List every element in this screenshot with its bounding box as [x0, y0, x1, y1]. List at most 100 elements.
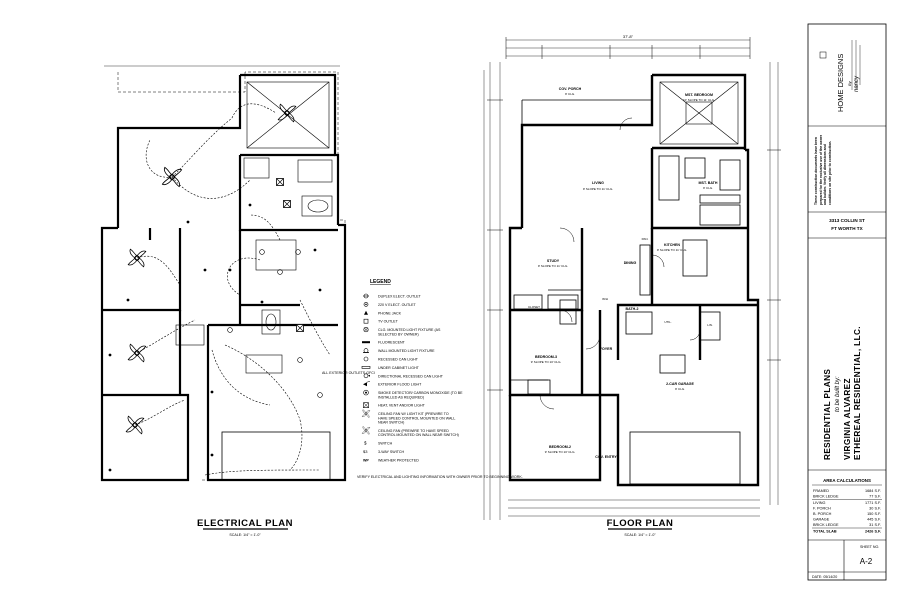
room-cov-entry: COV. ENTRY	[595, 455, 617, 459]
recessed-icon	[363, 356, 369, 362]
legend-item-fanlight: CEILING FAN W/ LIGHT KIT (PREWIRE TOHAVE…	[361, 409, 455, 425]
svg-text:9' CLG.: 9' CLG.	[565, 92, 575, 96]
built-by-label: to be built by:	[835, 376, 841, 412]
floor-plan-title: FLOOR PLAN	[607, 518, 674, 529]
svg-text:1771 S.F.: 1771 S.F.	[865, 501, 881, 505]
legend-label: UNDER CABINET LIGHT	[378, 366, 420, 370]
logo-mark-icon	[819, 40, 861, 90]
room-living: LIVING	[592, 181, 604, 185]
legend-label: 220 V ELECT. OUTLET	[378, 303, 417, 307]
room-master-bath: MST. BATH	[699, 181, 718, 185]
220v-icon	[363, 302, 369, 307]
legend-label: SWITCH	[378, 442, 393, 446]
legend-item-wall: WALL MOUNTED LIGHT FIXTURE	[363, 348, 435, 353]
svg-text:9' SLOPE TO 11' CLG.: 9' SLOPE TO 11' CLG.	[657, 248, 687, 252]
tv-icon	[363, 318, 369, 324]
legend-label: CEILING FAN W/ LIGHT KIT (PREWIRE TO	[378, 412, 449, 416]
area-row: LIVING 1771 S.F.	[813, 501, 881, 505]
room-utility: UTIL.	[664, 320, 672, 324]
svg-text:9' CLG.: 9' CLG.	[703, 186, 713, 190]
wp-icon: WP	[363, 458, 369, 462]
room-foyer: FOYER	[600, 347, 613, 351]
svg-text:31 S.F.: 31 S.F.	[869, 523, 881, 527]
duplex-icon	[363, 293, 369, 299]
legend-label: INSTALLED AS REQUIRED)	[378, 395, 424, 399]
legend-item-recessed: RECESSED CAN LIGHT	[363, 356, 419, 362]
legend-item-switch: $ SWITCH	[364, 441, 393, 446]
room-bath-2: BATH-2	[626, 307, 639, 311]
svg-text:9' SLOPE TO 10' CLG.: 9' SLOPE TO 10' CLG.	[545, 450, 576, 454]
svg-text:GARAGE: GARAGE	[813, 518, 830, 522]
svg-text:LIVING: LIVING	[813, 501, 825, 505]
address-line-2: FT WORTH TX	[831, 226, 863, 231]
svg-text:WP: WP	[363, 458, 369, 462]
legend-label: EXTERIOR FLOOD LIGHT	[378, 383, 422, 387]
smoke-icon	[363, 389, 369, 396]
legend-label: RECESSED CAN LIGHT	[378, 358, 419, 362]
area-row: BRICK LEDGE 31 S.F.	[813, 523, 881, 527]
svg-text:9' SLOPE TO 11' CLG.: 9' SLOPE TO 11' CLG.	[583, 187, 613, 191]
electrical-plan-scale: SCALE: 1/4" = 1'-0"	[229, 533, 261, 537]
area-calculations-heading: AREA CALCULATIONS	[823, 478, 871, 483]
ceiling-icon	[363, 327, 369, 333]
legend-label: DIRECTIONAL RECESSED CAN LIGHT	[378, 374, 444, 378]
legend-heading: LEGEND	[370, 279, 391, 285]
builder-name: VIRGINIA ALVAREZ	[843, 378, 852, 460]
svg-text:30 S.F.: 30 S.F.	[869, 507, 881, 511]
legend-item-vent: HEAT, VENT AND/OR LIGHT	[363, 402, 426, 409]
svg-text:9' SLOPE TO 11' CLG.: 9' SLOPE TO 11' CLG.	[538, 264, 568, 268]
legend-item-fluor: FLUORESCENT	[362, 341, 406, 345]
designer-signature: nancy	[854, 75, 860, 92]
room-pantry: PAN.	[642, 237, 649, 241]
svg-text:B. PORCH: B. PORCH	[813, 512, 832, 516]
legend-item-duplex: DUPLEX ELECT. OUTLET	[363, 293, 422, 299]
floor-plan: 37'-8"	[483, 34, 781, 537]
svg-text:F. PORCH: F. PORCH	[813, 507, 831, 511]
room-bedroom-2: BEDROOM-2	[549, 445, 571, 449]
title-block: HOME DESIGNS By nancy These construction…	[807, 23, 887, 581]
legend-item-tv: TV OUTLET	[363, 318, 399, 324]
legend-footnote: VERIFY ELECTRICAL AND LIGHTING INFORMATI…	[357, 475, 523, 479]
room-kitchen: KITCHEN	[664, 243, 680, 247]
svg-text:9' SLOPE TO 10' CLG.: 9' SLOPE TO 10' CLG.	[531, 360, 562, 364]
svg-text:1684 S.F.: 1684 S.F.	[865, 489, 881, 493]
legend-label: DUPLEX ELECT. OUTLET	[378, 295, 422, 299]
svg-text:445 S.F.: 445 S.F.	[867, 518, 881, 522]
svg-text:9' CLG.: 9' CLG.	[675, 387, 685, 391]
electrical-plan-title: ELECTRICAL PLAN	[197, 518, 293, 529]
legend-item-dirrecessed: DIRECTIONAL RECESSED CAN LIGHT	[363, 373, 444, 379]
legend-label: WALL MOUNTED LIGHT FIXTURE	[378, 349, 435, 353]
legend-label: SMOKE DETECTOR/ CARBON MONOXIDE (TO BE	[378, 391, 463, 395]
floor-plan-scale: SCALE: 1/4" = 1'-0"	[624, 533, 656, 537]
legend-label: CEILING FAN (PREWIRE TO HAVE SPEED	[378, 429, 449, 433]
svg-text:10' SLOPE TO 11' CLG.: 10' SLOPE TO 11' CLG.	[683, 98, 715, 102]
svg-text:$3: $3	[363, 449, 368, 454]
legend-label: PHONE JACK	[378, 311, 402, 315]
legend-label: TV OUTLET	[378, 320, 399, 324]
svg-text:BRICK LEDGE: BRICK LEDGE	[813, 523, 839, 527]
legend-label: CLG. MOUNTED LIGHT FIXTURE (AS	[378, 328, 441, 332]
legend-item-flood: EXTERIOR FLOOD LIGHT	[363, 380, 422, 387]
room-water-heater: W/H	[602, 297, 608, 301]
room-study: STUDY	[547, 259, 560, 263]
legend-label: 3-WAY SWITCH	[378, 450, 404, 454]
dirrecessed-icon	[363, 373, 370, 379]
svg-text:$: $	[364, 441, 367, 446]
legend-item-220v: 220 V ELECT. OUTLET	[363, 302, 417, 307]
room-garage: 2-CAR GARAGE	[666, 382, 694, 386]
legend-label: HAVE SPEED CONTROL MOUNTED ON WALL	[378, 416, 455, 420]
legend-label: SELECTED BY OWNER)	[378, 332, 419, 336]
phone-icon	[364, 310, 368, 315]
electrical-plan: ELECTRICAL PLAN SCALE: 1/4" = 1'-0" ALL …	[100, 65, 375, 537]
legend-label: CONTROL MOUNTED ON WALL NEAR SWITCH)	[378, 433, 459, 437]
vent-icon	[363, 402, 369, 409]
plan-title: RESIDENTIAL PLANS	[823, 369, 832, 460]
disclaimer-text: These construction documents have been p…	[814, 134, 832, 205]
